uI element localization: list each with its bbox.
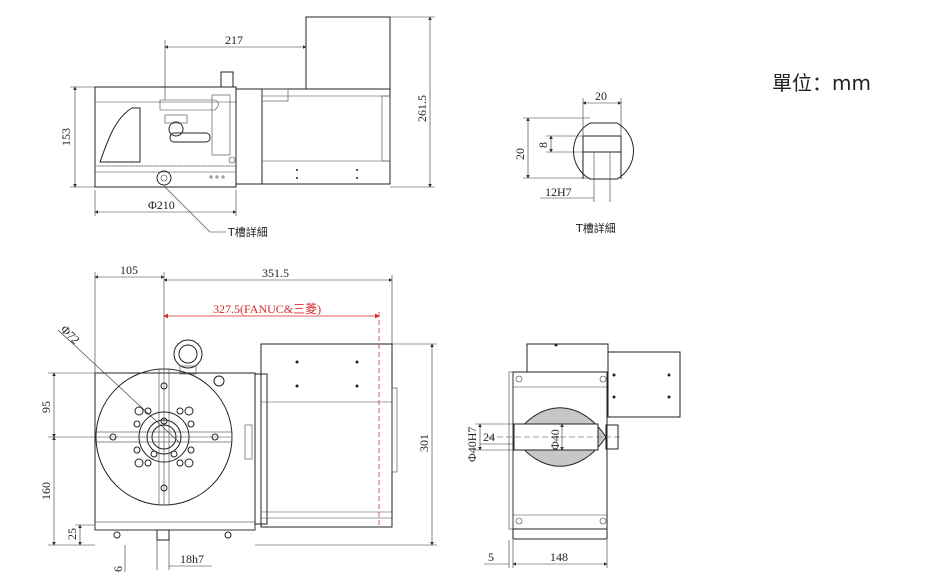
tslot-dim-8: 8 bbox=[536, 142, 550, 148]
tslot-dim-12h7: 12H7 bbox=[545, 185, 572, 199]
dim-phi72: Φ72 bbox=[58, 322, 83, 347]
tslot-callout: T槽詳細 bbox=[227, 225, 268, 239]
drive-housing bbox=[260, 343, 393, 528]
lifting-eye bbox=[173, 339, 203, 369]
tslot-dim-20: 20 bbox=[595, 89, 607, 103]
dim-301: 301 bbox=[417, 434, 431, 452]
motor-housing bbox=[305, 16, 391, 90]
tslot-detail: 20 20 8 12H7 T槽詳細 bbox=[513, 89, 634, 235]
dim-18h7: 18h7 bbox=[180, 552, 204, 566]
dim-25: 25 bbox=[65, 528, 79, 540]
front-view: 217 153 261.5 Φ210 T槽詳細 bbox=[59, 16, 435, 239]
dim-160: 160 bbox=[39, 482, 53, 500]
connector bbox=[220, 71, 234, 88]
key-block bbox=[156, 529, 170, 541]
dim-phi40h7: Φ40H7 bbox=[465, 427, 479, 462]
dim-217: 217 bbox=[225, 33, 243, 47]
tslot-dim-20v: 20 bbox=[513, 148, 527, 160]
side-view: Φ40H7 24 Φ40 5 148 bbox=[465, 343, 681, 568]
dim-24: 24 bbox=[483, 430, 495, 444]
dim-6: 6 bbox=[111, 566, 125, 572]
dim-327-5: 327.5(FANUC&三菱) bbox=[213, 302, 321, 316]
side-motor bbox=[607, 351, 681, 418]
dim-95: 95 bbox=[39, 401, 53, 413]
unit-label: 單位：mm bbox=[772, 71, 871, 95]
worm-housing bbox=[261, 88, 391, 185]
bolt-circle bbox=[109, 382, 219, 492]
dim-5: 5 bbox=[488, 550, 494, 564]
plan-view: 105 351.5 327.5(FANUC&三菱) Φ72 95 160 25 … bbox=[39, 263, 437, 572]
bottom-bolt bbox=[156, 170, 172, 186]
dim-phi210: Φ210 bbox=[148, 198, 175, 212]
dim-105: 105 bbox=[120, 263, 138, 277]
dim-148: 148 bbox=[550, 550, 568, 564]
tslot-label: T槽詳細 bbox=[575, 221, 616, 235]
lock-handle bbox=[168, 121, 184, 137]
dim-153: 153 bbox=[59, 128, 73, 146]
dim-phi40: Φ40 bbox=[548, 429, 562, 450]
dim-261-5: 261.5 bbox=[415, 95, 429, 122]
dim-351-5: 351.5 bbox=[262, 266, 289, 280]
